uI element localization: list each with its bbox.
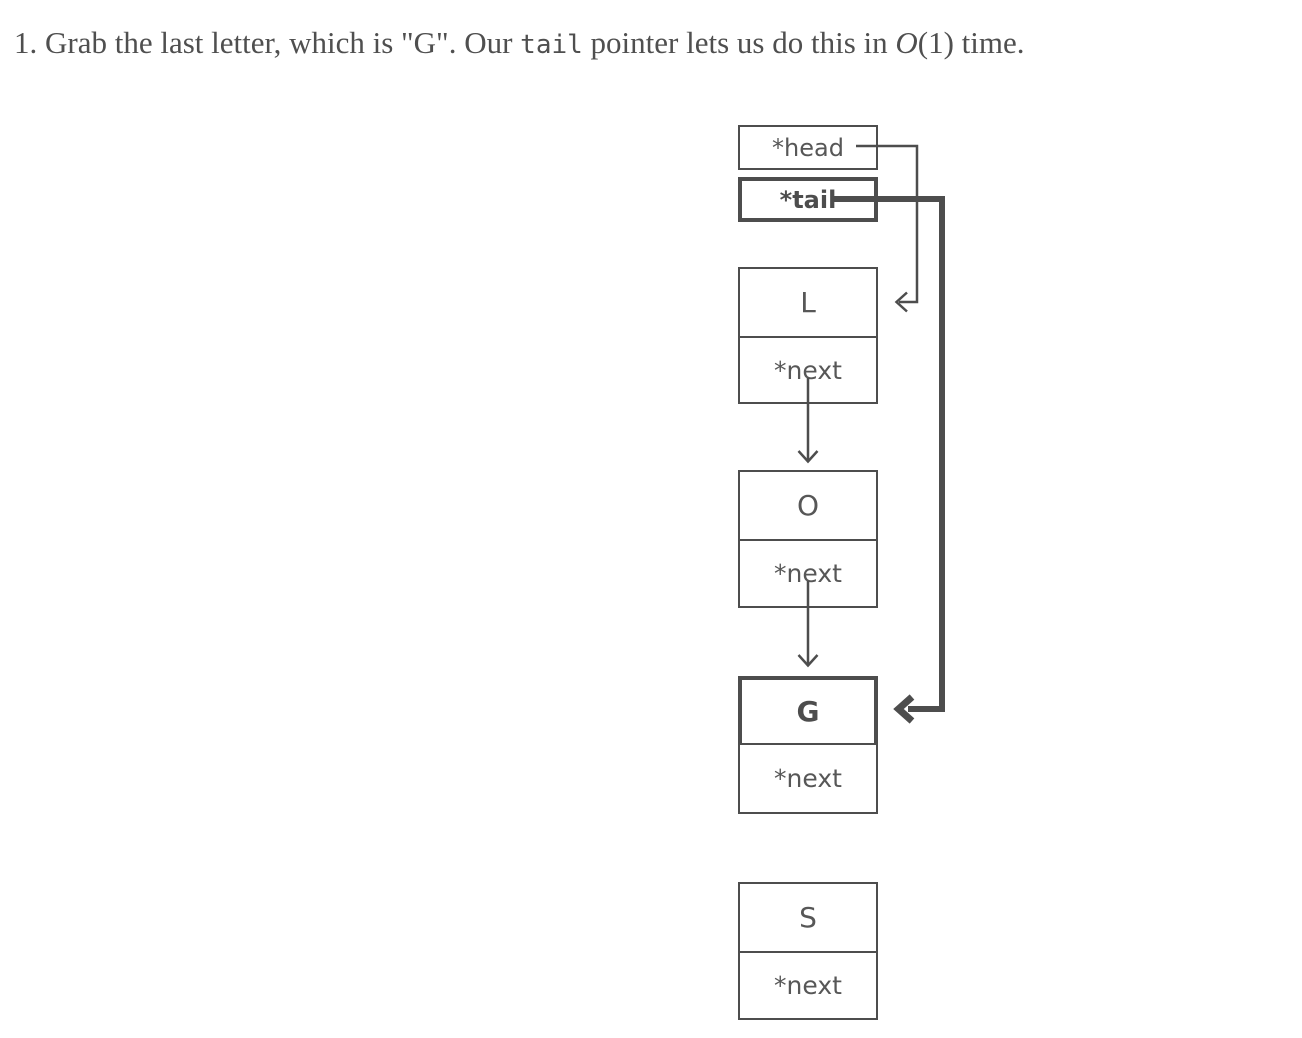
tail-pointer-box: *tail	[738, 177, 878, 222]
caption-suffix: (1) time.	[917, 25, 1025, 60]
head-pointer-box: *head	[738, 125, 878, 170]
caption-code-tail: tail	[520, 30, 583, 60]
node-O-next-field: *next	[774, 559, 842, 588]
node-G-letter: G	[738, 676, 878, 747]
head-pointer-label: *head	[772, 133, 844, 162]
caption-text: 1. Grab the last letter, which is "G". O…	[14, 22, 1294, 66]
caption-prefix: 1. Grab the last letter, which is "G". O…	[14, 25, 521, 60]
caption-middle: pointer lets us do this in	[582, 25, 896, 60]
node-S-letter: S	[740, 884, 876, 953]
node-O: O *next	[738, 470, 878, 608]
node-O-letter: O	[740, 472, 876, 541]
caption-big-o: O	[895, 25, 918, 60]
node-L-next-field: *next	[774, 355, 842, 385]
node-S: S *next	[738, 882, 878, 1020]
node-L: L *next	[738, 267, 878, 404]
node-S-next-field: *next	[774, 971, 842, 1000]
node-G-next-field: *next	[738, 745, 878, 814]
node-L-letter: L	[740, 269, 876, 338]
tail-pointer-label: *tail	[779, 185, 837, 214]
